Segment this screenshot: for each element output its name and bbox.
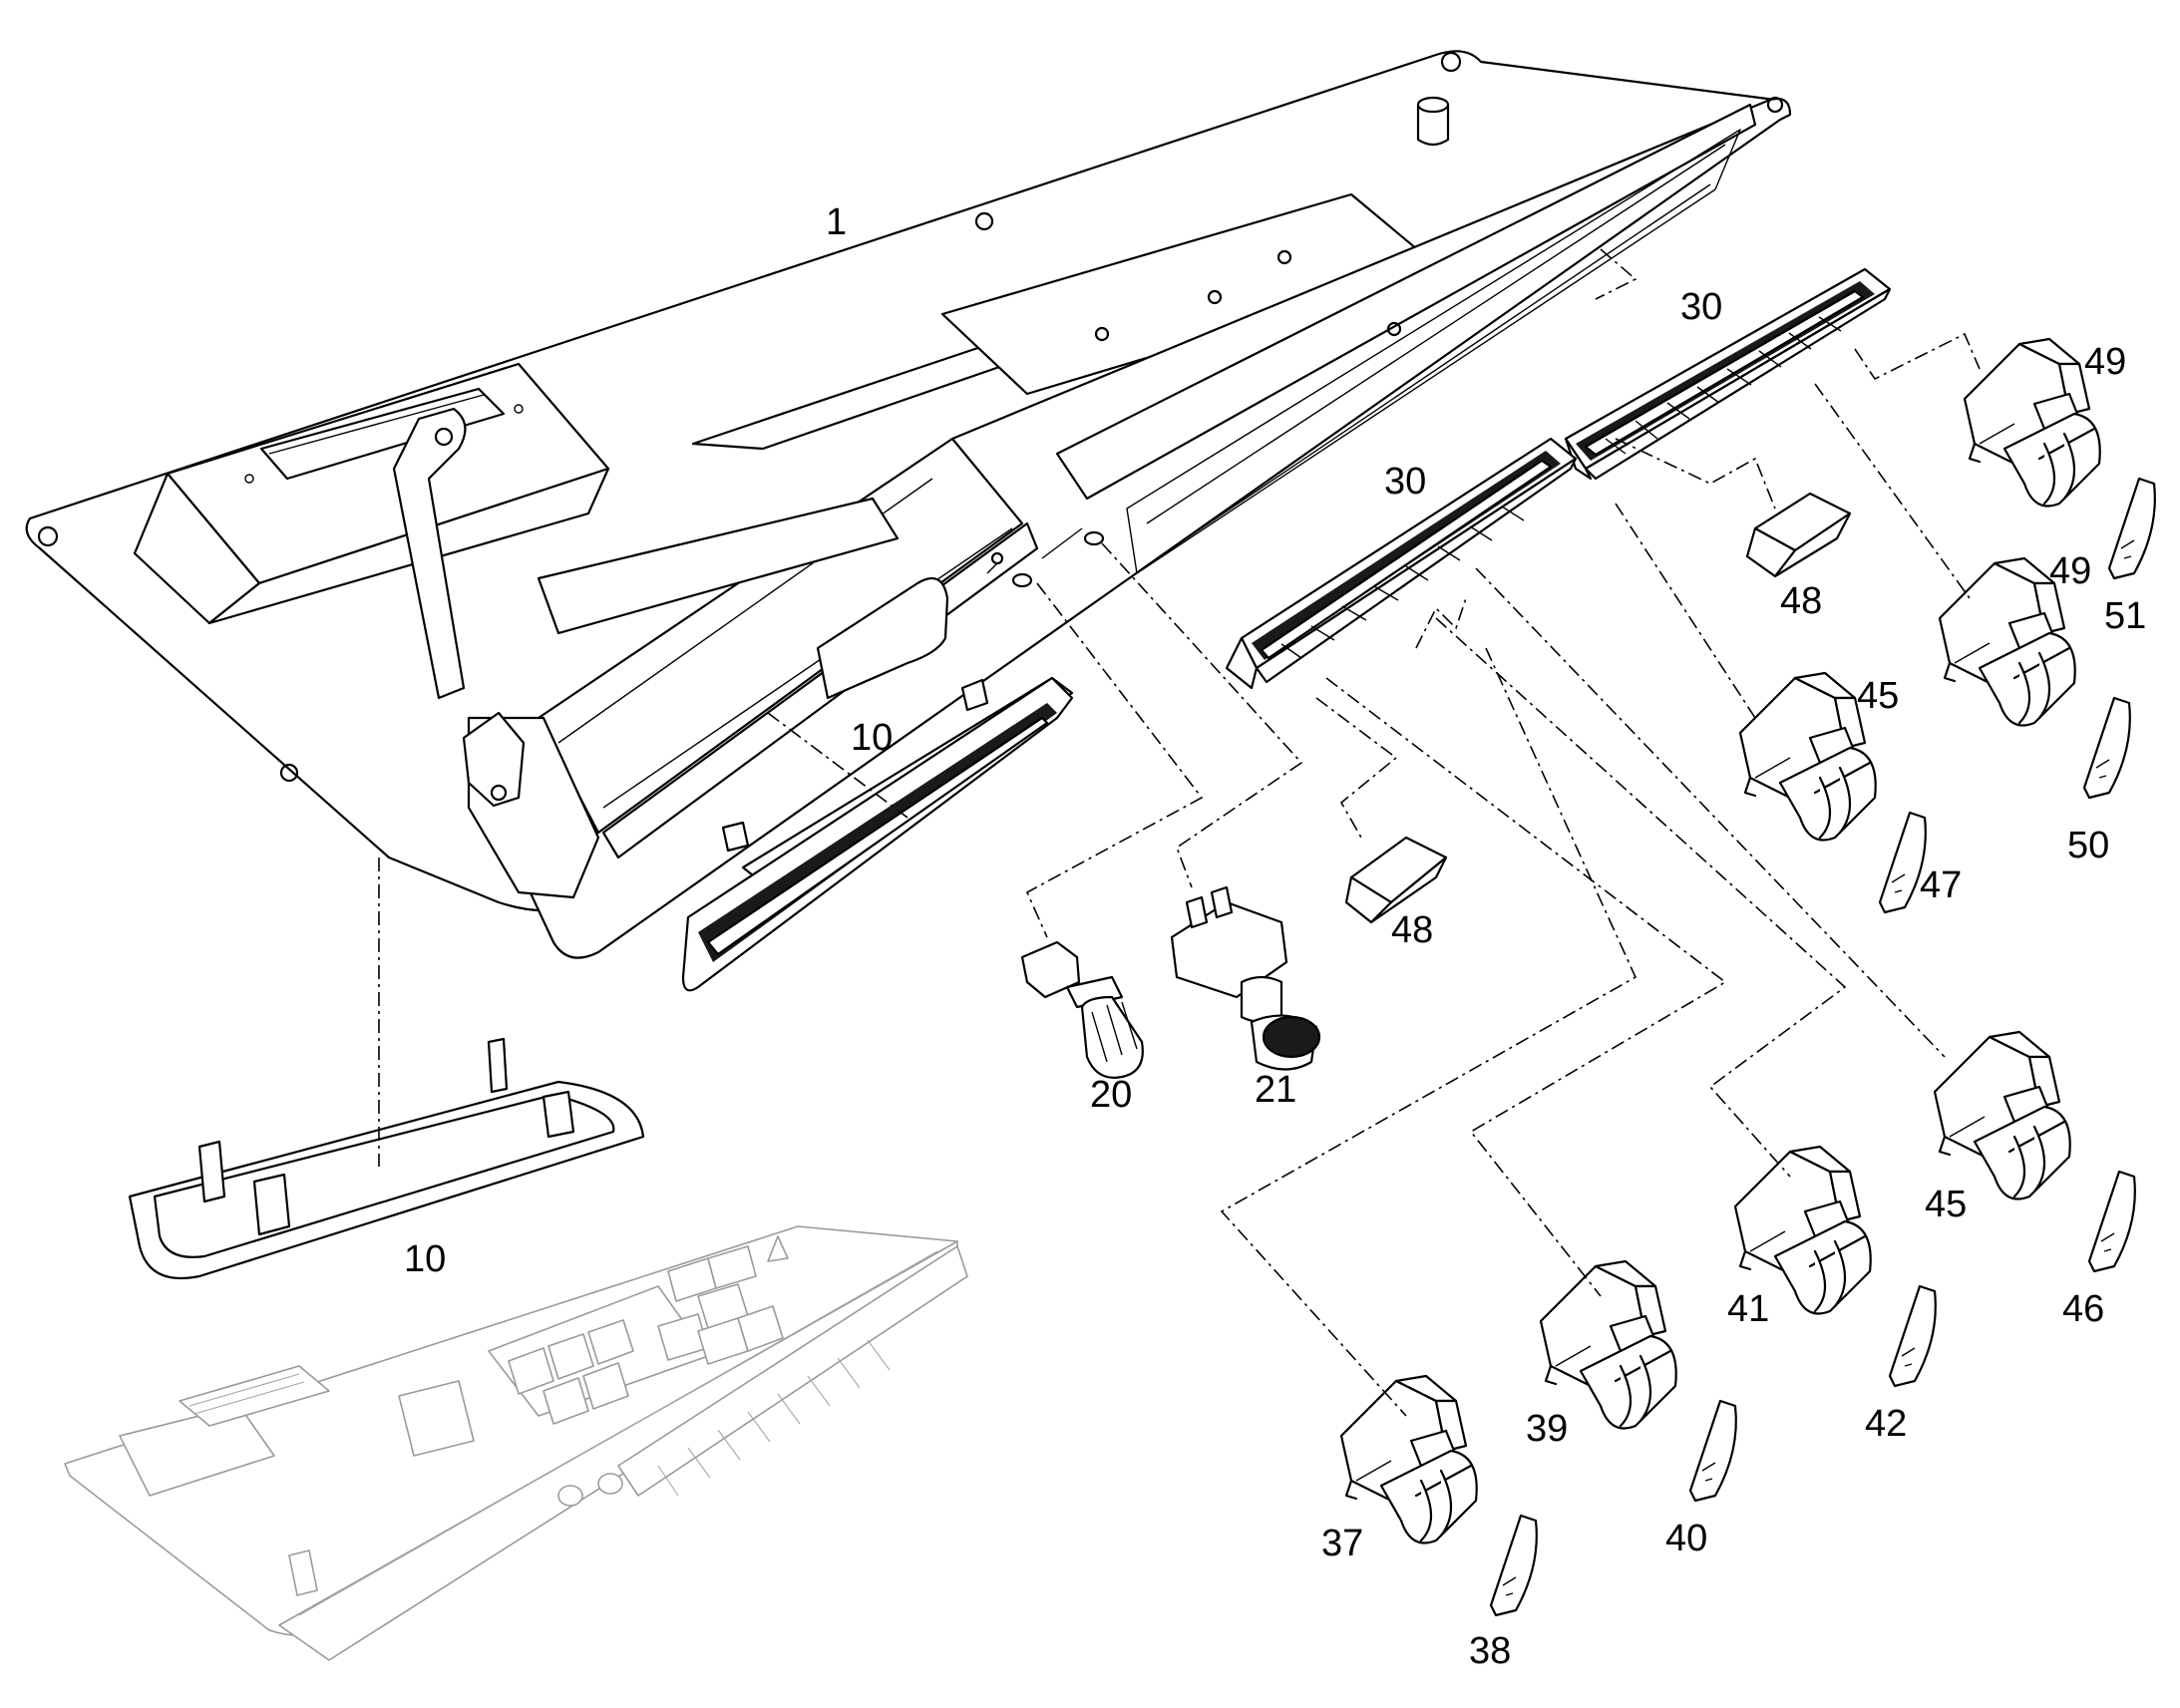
- callout-10-lower: 10: [404, 1238, 446, 1280]
- callout-42: 42: [1865, 1403, 1907, 1445]
- callout-39: 39: [1526, 1408, 1568, 1450]
- blank-plug-48-upper: [1745, 492, 1852, 578]
- lens-cover-10-lower: [128, 1037, 645, 1280]
- callout-41: 41: [1727, 1288, 1769, 1330]
- callout-48-upper: 48: [1780, 580, 1822, 622]
- rocker-switch-45-lower: [1933, 1030, 2071, 1200]
- callout-45-upper: 45: [1857, 675, 1899, 717]
- callout-48-lower: 48: [1391, 909, 1433, 951]
- blank-plug-48-lower: [1344, 836, 1448, 924]
- callout-46: 46: [2062, 1288, 2104, 1330]
- callout-21: 21: [1255, 1069, 1296, 1111]
- callout-51: 51: [2104, 595, 2146, 637]
- callout-10-upper: 10: [851, 717, 893, 759]
- callout-47: 47: [1920, 864, 1962, 906]
- leader-lines: [767, 248, 1981, 1417]
- callout-50: 50: [2067, 825, 2109, 866]
- rocker-switch-49-upper: [1963, 337, 2101, 508]
- switch-frame-30-lower: [1225, 437, 1578, 690]
- callout-1: 1: [826, 201, 847, 243]
- callout-38: 38: [1469, 1630, 1511, 1672]
- switch-frame-30-upper: [1564, 267, 1892, 481]
- rocker-switch-45-upper: [1738, 671, 1877, 842]
- rocker-switch-39: [1539, 1259, 1677, 1430]
- callout-30-upper: 30: [1680, 286, 1722, 328]
- rocker-switch-37: [1339, 1374, 1478, 1544]
- assembled-reference-view: [64, 1225, 968, 1661]
- rocker-cap-40: [1688, 1399, 1737, 1503]
- rotary-knob-20: [1020, 940, 1144, 1079]
- callout-49-lower: 49: [2049, 550, 2091, 592]
- callout-20: 20: [1090, 1074, 1132, 1116]
- rocker-cap-46: [2087, 1170, 2136, 1273]
- callout-40: 40: [1665, 1518, 1707, 1559]
- rocker-cap-51: [2107, 477, 2156, 580]
- rocker-cap-42: [1888, 1284, 1937, 1388]
- callout-37: 37: [1321, 1523, 1363, 1564]
- main-dashboard-panel: [25, 50, 1792, 959]
- callout-30-lower: 30: [1384, 461, 1426, 503]
- rotary-knob-21: [1170, 885, 1321, 1071]
- lens-cover-10-upper: [681, 676, 1074, 992]
- rocker-cap-50: [2082, 696, 2131, 800]
- callout-49-upper: 49: [2084, 341, 2126, 383]
- rocker-cap-47: [1878, 811, 1927, 914]
- callout-labels: 1 10 10 20 21 30 30 48 48 49 49 51 50 45…: [404, 201, 2146, 1672]
- rocker-cap-38: [1489, 1514, 1538, 1617]
- callout-45-lower: 45: [1925, 1184, 1967, 1225]
